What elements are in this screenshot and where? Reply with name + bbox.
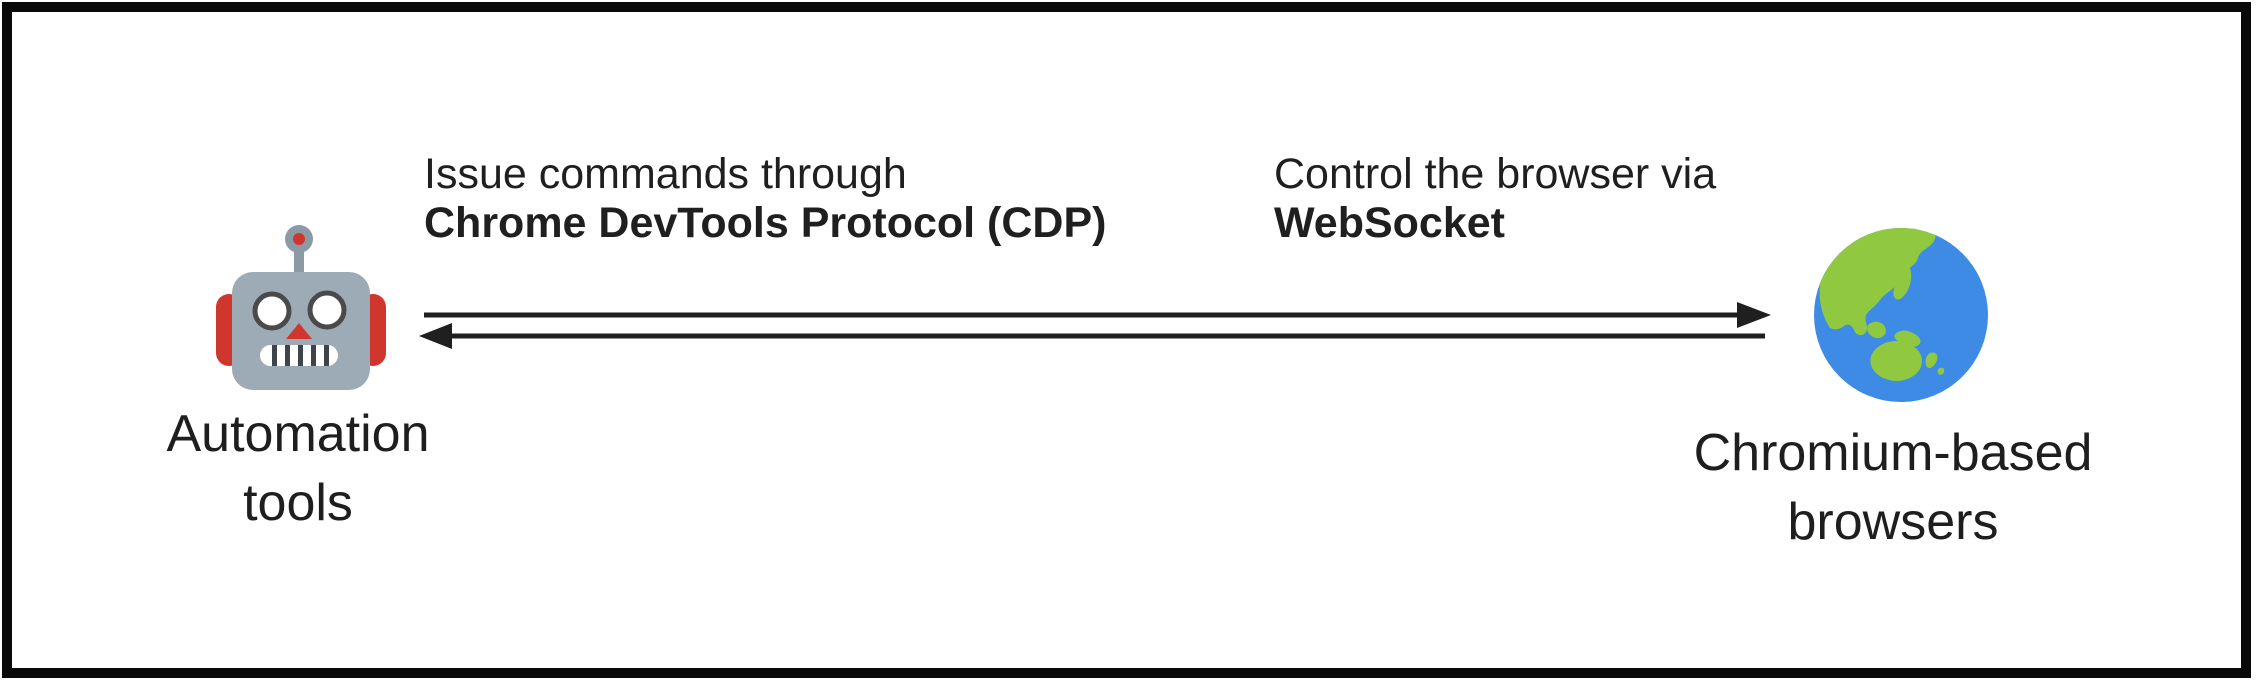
cdp-caption: Issue commands through Chrome DevTools P… bbox=[424, 150, 1106, 248]
automation-tools-label-line1: Automation bbox=[166, 405, 430, 463]
websocket-caption-line2: WebSocket bbox=[1274, 199, 1505, 247]
robot-nose bbox=[286, 323, 312, 339]
robot-teeth bbox=[272, 345, 329, 366]
robot-antenna-ball-core bbox=[293, 233, 305, 245]
cdp-caption-line1: Issue commands through bbox=[424, 150, 907, 198]
websocket-caption-line1: Control the browser via bbox=[1274, 150, 1717, 198]
websocket-caption: Control the browser via WebSocket bbox=[1274, 150, 1716, 248]
globe-asia-australia-icon bbox=[1814, 228, 1988, 402]
automation-tools-label-line2: tools bbox=[243, 474, 353, 532]
chromium-browsers-label-line2: browsers bbox=[1787, 493, 1999, 551]
robot-icon bbox=[216, 225, 386, 390]
automation-tools-label: Automation tools bbox=[58, 400, 538, 538]
chromium-browsers-label: Chromium-based browsers bbox=[1653, 419, 2133, 557]
robot-left-eye bbox=[252, 291, 292, 331]
globe-landmasses bbox=[1819, 228, 1945, 381]
robot-antenna-stem bbox=[294, 248, 304, 276]
robot-right-eye bbox=[307, 290, 347, 330]
cdp-caption-line2: Chrome DevTools Protocol (CDP) bbox=[424, 199, 1107, 247]
chromium-browsers-label-line1: Chromium-based bbox=[1693, 424, 2093, 482]
